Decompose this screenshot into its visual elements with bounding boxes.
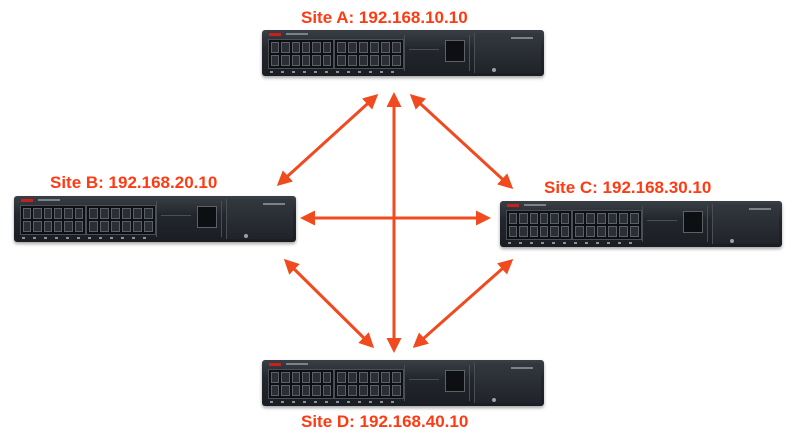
brand-badge xyxy=(21,199,33,202)
site-c-label: Site C: 192.168.30.10 xyxy=(544,178,712,197)
port-block-2 xyxy=(572,210,642,240)
brand-badge xyxy=(269,363,281,366)
blank-panel xyxy=(712,204,779,244)
site-b-switch-icon xyxy=(14,196,296,242)
status-leds xyxy=(270,401,400,403)
status-leds xyxy=(22,237,152,239)
model-tag xyxy=(286,33,308,35)
blank-panel xyxy=(474,363,541,403)
link-c-d xyxy=(412,259,514,348)
status-leds xyxy=(508,242,638,244)
port-block-2 xyxy=(334,39,404,69)
port-block-2 xyxy=(334,369,404,399)
blank-panel xyxy=(474,33,541,73)
site-b-label: Site B: 192.168.20.10 xyxy=(50,173,218,192)
expansion-module xyxy=(404,365,470,401)
link-a-b xyxy=(276,93,379,187)
blank-panel xyxy=(226,199,293,239)
site-d-label: Site D: 192.168.40.10 xyxy=(301,412,469,431)
link-b-d xyxy=(283,258,375,349)
model-tag xyxy=(286,363,308,365)
expansion-module xyxy=(642,206,708,242)
brand-badge xyxy=(269,33,281,36)
port-block-1 xyxy=(268,39,334,69)
brand-badge xyxy=(507,204,519,207)
expansion-module xyxy=(404,35,470,71)
link-a-c xyxy=(409,93,514,190)
site-c-switch-icon xyxy=(500,201,782,247)
status-leds xyxy=(270,71,400,73)
model-tag xyxy=(38,199,60,201)
expansion-module xyxy=(156,201,222,237)
port-block-2 xyxy=(86,205,156,235)
port-block-1 xyxy=(268,369,334,399)
port-block-1 xyxy=(20,205,86,235)
model-tag xyxy=(524,204,546,206)
port-block-1 xyxy=(506,210,572,240)
site-d-switch-icon xyxy=(262,360,544,406)
site-a-label: Site A: 192.168.10.10 xyxy=(301,8,468,27)
site-a-switch-icon xyxy=(262,30,544,76)
